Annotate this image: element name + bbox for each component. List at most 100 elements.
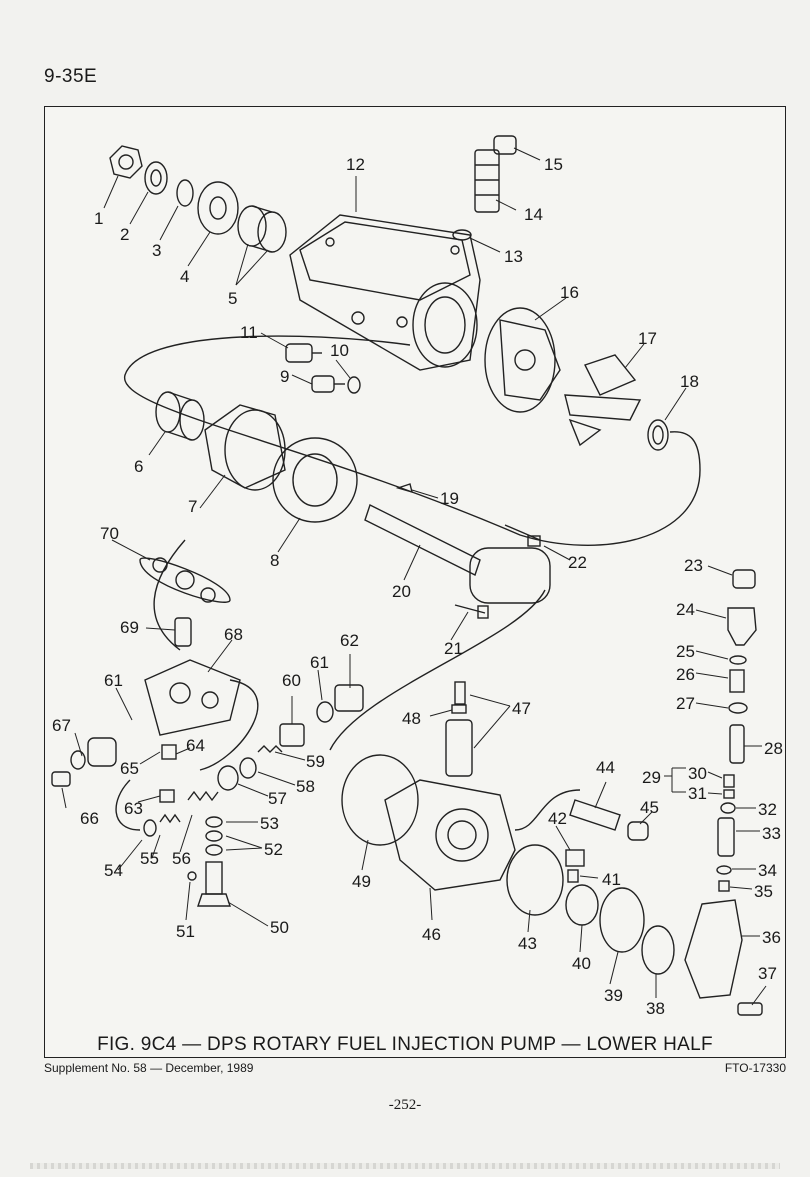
valve-part-28 xyxy=(729,724,745,764)
figure-frame xyxy=(44,106,786,1058)
callout-65: 65 xyxy=(120,759,139,778)
callout-67: 67 xyxy=(52,716,71,735)
oring-part-49 xyxy=(341,754,419,846)
cap-part-15 xyxy=(493,135,517,155)
fitting-part-65 xyxy=(87,737,117,767)
callout-40: 40 xyxy=(572,954,591,973)
fuel-line xyxy=(115,779,141,831)
callout-46: 46 xyxy=(422,925,441,944)
callout-59: 59 xyxy=(306,752,325,771)
callout-21: 21 xyxy=(444,639,463,658)
callout-1: 1 xyxy=(94,209,104,228)
callout-63: 63 xyxy=(124,799,143,818)
bolt-part-21 xyxy=(454,604,489,619)
spring-part-41 xyxy=(567,869,579,883)
key-part-19 xyxy=(395,483,413,494)
bushing-part-5 xyxy=(237,205,287,253)
callout-38: 38 xyxy=(646,999,665,1018)
callout-7: 7 xyxy=(188,497,198,516)
plate-part-38 xyxy=(641,925,675,975)
callout-33: 33 xyxy=(762,824,781,843)
figure-caption: FIG. 9C4 — DPS ROTARY FUEL INJECTION PUM… xyxy=(97,1034,713,1055)
cap-part-23 xyxy=(732,569,756,589)
washer-part-2 xyxy=(144,161,168,195)
callout-48: 48 xyxy=(402,709,421,728)
plug-part-62 xyxy=(334,684,364,712)
oring-part-61 xyxy=(316,701,334,723)
callout-13: 13 xyxy=(504,247,523,266)
callout-18: 18 xyxy=(680,372,699,391)
callout-2: 2 xyxy=(120,225,130,244)
callout-10: 10 xyxy=(330,341,349,360)
callout-3: 3 xyxy=(152,241,162,260)
callout-39: 39 xyxy=(604,986,623,1005)
callout-56: 56 xyxy=(172,849,191,868)
callout-42: 42 xyxy=(548,809,567,828)
callout-54: 54 xyxy=(104,861,123,880)
plug-part-60 xyxy=(279,723,305,747)
callout-58: 58 xyxy=(296,777,315,796)
fuel-line xyxy=(514,789,581,831)
callout-12: 12 xyxy=(346,155,365,174)
callout-11: 11 xyxy=(240,323,258,342)
plate-part-4 xyxy=(197,181,239,235)
gasket-part-70 xyxy=(139,557,231,603)
valve-part-47 xyxy=(445,681,473,777)
ring-part-43 xyxy=(506,844,564,916)
fuel-line xyxy=(153,539,186,651)
callout-30: 30 xyxy=(688,764,707,783)
body-part-36 xyxy=(684,899,743,999)
callout-52: 52 xyxy=(264,840,283,859)
fitting-part-50 xyxy=(197,861,231,907)
cap-part-45 xyxy=(627,821,649,841)
rotor-part-16 xyxy=(484,307,561,413)
callout-45: 45 xyxy=(640,798,659,817)
oring-part-13 xyxy=(452,229,472,241)
ball-part-51 xyxy=(187,871,197,881)
nut-part-1 xyxy=(109,145,143,179)
washer-part-10 xyxy=(347,376,361,394)
washers-part-52-53 xyxy=(205,816,223,856)
callout-69: 69 xyxy=(120,618,139,637)
figure-code: FTO-17330 xyxy=(724,1061,786,1075)
callout-27: 27 xyxy=(676,694,695,713)
callout-31: 31 xyxy=(688,784,707,803)
rotor-part-40 xyxy=(565,884,599,926)
callout-17: 17 xyxy=(638,329,657,348)
ring-part-39 xyxy=(599,887,645,953)
callout-9: 9 xyxy=(280,367,290,386)
callout-36: 36 xyxy=(762,928,781,947)
callout-61-right: 61 xyxy=(310,653,329,672)
callout-34: 34 xyxy=(758,861,777,880)
callout-6: 6 xyxy=(134,457,144,476)
callout-37: 37 xyxy=(758,964,777,983)
callout-28: 28 xyxy=(764,739,783,758)
callout-8: 8 xyxy=(270,551,280,570)
callout-15: 15 xyxy=(544,155,563,174)
sheet-number: -252- xyxy=(388,1097,422,1113)
callout-24: 24 xyxy=(676,600,695,619)
clip-part-48 xyxy=(451,704,467,714)
vane-part-17 xyxy=(564,354,642,447)
leader-lines xyxy=(61,147,767,1006)
fitting-part-69 xyxy=(174,617,192,647)
washer-part-67 xyxy=(70,750,86,770)
callout-5: 5 xyxy=(228,289,238,308)
pump-housing-part-12 xyxy=(289,214,481,371)
washer-part-25 xyxy=(729,655,747,665)
callout-61-left: 61 xyxy=(104,671,123,690)
valve-part-33 xyxy=(717,817,735,857)
callout-51: 51 xyxy=(176,922,195,941)
callout-70: 70 xyxy=(100,524,119,543)
callout-53: 53 xyxy=(260,814,279,833)
callout-44: 44 xyxy=(596,758,615,777)
callout-32: 32 xyxy=(758,800,777,819)
ring-part-8 xyxy=(272,437,358,523)
seal-part-18 xyxy=(647,419,669,451)
page-section-number: 9-35E xyxy=(44,66,98,87)
callout-60: 60 xyxy=(282,671,301,690)
callout-29: 29 xyxy=(642,768,661,787)
screw-part-9 xyxy=(311,375,345,393)
callout-41: 41 xyxy=(602,870,621,889)
pin-part-22 xyxy=(504,524,541,547)
